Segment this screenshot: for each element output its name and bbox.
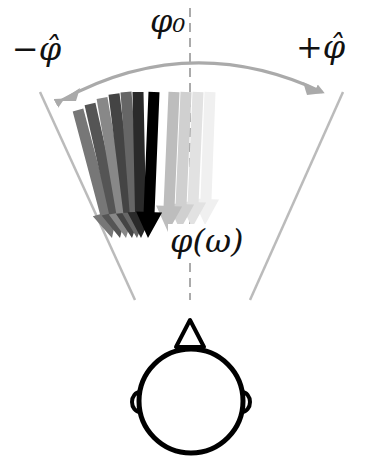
angle-label: φ₀: [148, 4, 187, 39]
arrow-head: [303, 82, 324, 95]
wedge-line: [250, 92, 343, 300]
nose: [176, 320, 204, 347]
arrow-head: [60, 88, 80, 101]
arrow-fan: [73, 92, 219, 238]
direction-label: −φ̂: [12, 32, 61, 67]
head: [139, 349, 243, 453]
angle-label: φ(ω): [168, 224, 245, 259]
angle-arc: [62, 63, 322, 100]
direction-arrow: [156, 92, 182, 232]
direction-arrow: [136, 92, 162, 238]
direction-label: +φ̂: [296, 30, 345, 65]
